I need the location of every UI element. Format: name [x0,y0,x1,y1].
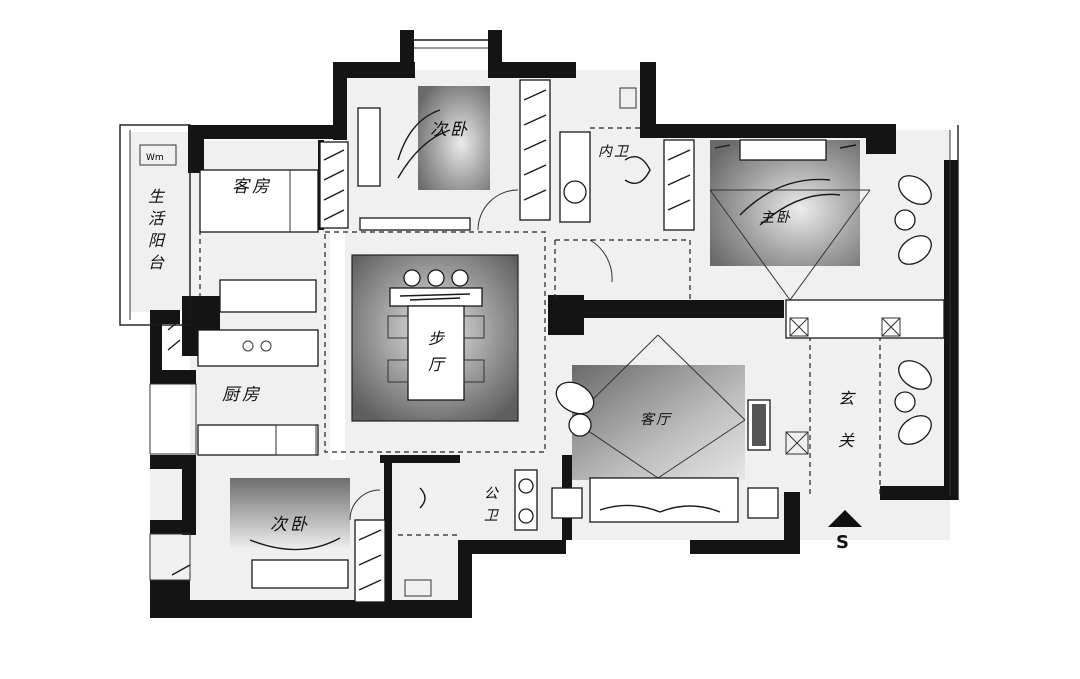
dining-area [387,269,485,401]
room-label-entrance-2: 关 [838,431,855,450]
room-label-kitchen: 厨房 [222,385,262,405]
living-room [551,334,779,523]
room-label-second-bedroom-bottom: 次卧 [270,515,310,535]
room-label-balcony-2: 活 [148,209,166,228]
public-bath [404,469,538,597]
second-bedroom-bottom [171,489,386,603]
walls [150,30,958,618]
room-label-master-bedroom: 主卧 [760,210,792,226]
master-bedroom [709,139,932,301]
room-label-living-room: 客厅 [640,412,673,428]
labels: 次卧 客房 生 活 阳 台 Wm 内卫 主卧 步 厅 厨房 客厅 玄 关 公 卫… [146,120,856,535]
washer-label: Wm [146,153,164,163]
room-label-dining-2: 厅 [428,355,447,374]
room-label-guest-room: 客房 [232,177,272,197]
room-label-balcony-4: 台 [148,253,165,272]
kitchen [167,279,319,456]
entrance [785,299,945,455]
room-label-balcony-1: 生 [148,187,166,206]
entry-arrow-icon [828,510,862,527]
dashed-lines [199,127,881,536]
guest-room [199,141,349,233]
entry-marker: S [828,510,862,553]
entry-marker-label: S [836,532,849,553]
room-label-entrance-1: 玄 [838,389,856,408]
room-label-public-bath-1: 公 [484,486,500,502]
second-bedroom-top [357,79,551,231]
ensuite-bath [559,87,695,283]
room-label-balcony-3: 阳 [148,231,166,250]
room-label-second-bedroom-top: 次卧 [430,120,470,140]
room-label-ensuite-bath: 内卫 [598,144,630,160]
room-label-public-bath-2: 卫 [484,508,500,524]
room-label-dining-1: 步 [428,329,446,348]
exterior-lines [119,39,959,581]
